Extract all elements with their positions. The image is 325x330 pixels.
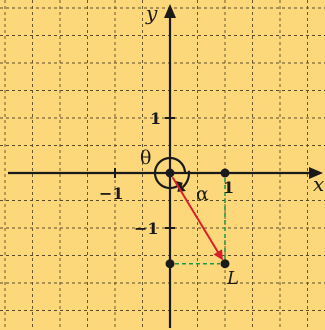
- x-axis-label: x: [313, 172, 324, 196]
- theta-angle-arc: [153, 156, 187, 190]
- origin-point: [165, 168, 175, 178]
- alpha-angle-arc: [181, 170, 191, 189]
- x-axis-arrowhead: [309, 167, 323, 179]
- point-L-label: L: [226, 268, 239, 289]
- tick-label-y-neg: −1: [134, 219, 159, 238]
- y-axis-arrowhead: [164, 4, 176, 18]
- alpha-label: α: [196, 183, 209, 205]
- point-L: [220, 259, 230, 269]
- theta-label: θ: [140, 147, 151, 169]
- point-x-unit: [220, 168, 230, 178]
- vector-to-L: [171, 176, 223, 261]
- tick-label-x-pos: 1: [223, 178, 234, 197]
- tick-label-y-pos: 1: [150, 109, 161, 128]
- y-axis-label: y: [145, 1, 158, 25]
- point-y-projection: [165, 259, 175, 269]
- tick-label-x-neg: −1: [99, 184, 124, 203]
